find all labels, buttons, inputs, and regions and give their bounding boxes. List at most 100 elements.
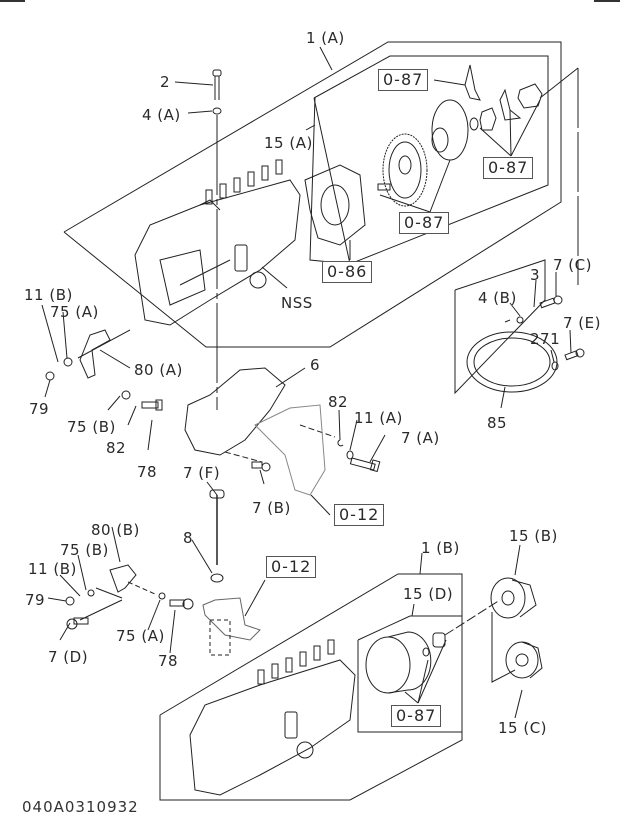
bolt-78-top-glyph (141, 399, 163, 411)
callout-78-top: 78 (137, 463, 158, 481)
stand-bracket-glyph (202, 597, 261, 641)
mount-axis (224, 451, 263, 463)
drive-nut-glyph (517, 83, 543, 109)
leader-012-b (244, 579, 266, 617)
leader-82-left (127, 405, 137, 426)
ref-box-012-plate[interactable]: 0-12 (334, 504, 385, 526)
leader-79-top (44, 379, 51, 398)
leader-75b-bot (77, 554, 87, 591)
leader-nss (261, 266, 288, 289)
callout-75a-top: 75 (A) (50, 303, 99, 321)
leader-7d (59, 622, 71, 641)
callout-15a: 15 (A) (264, 134, 313, 152)
leader-15b (514, 544, 521, 576)
callout-82-right: 82 (328, 393, 349, 411)
leader-79-bot (47, 597, 67, 602)
callout-4a: 4 (A) (142, 106, 181, 124)
callout-80a: 80 (A) (134, 361, 183, 379)
callout-271: 271 (530, 330, 561, 348)
leader-2 (174, 81, 214, 86)
group-15a-frame-extension (309, 96, 351, 265)
leader-80b (111, 526, 121, 563)
callout-15b: 15 (B) (509, 527, 558, 545)
ref-box-087-coupling[interactable]: 0-87 (391, 705, 442, 727)
leader-75a-bot (147, 599, 161, 631)
callout-6: 6 (310, 356, 321, 374)
washer-4b-glyph (516, 316, 524, 324)
bolt-7b-glyph (251, 461, 271, 472)
callout-75b-top: 75 (B) (67, 418, 116, 436)
injection-pump-lower-glyph (189, 639, 356, 796)
bracket-80b-glyph (109, 564, 137, 593)
callout-80b: 80 (B) (91, 521, 140, 539)
callout-7b: 7 (B) (252, 499, 291, 517)
washer-75a-top-glyph (63, 357, 73, 367)
cover-group-frame (454, 259, 546, 395)
callout-3: 3 (530, 266, 541, 284)
leader-75b-top (107, 395, 121, 411)
ref-box-012-bracket[interactable]: 0-12 (266, 556, 317, 578)
corner-mark-left (0, 0, 25, 2)
leader-271 (550, 349, 555, 363)
callout-7c: 7 (C) (553, 256, 592, 274)
callout-15c: 15 (C) (498, 719, 548, 737)
ref-box-087-lockplate[interactable]: 0-87 (378, 69, 429, 91)
bolt-7a-glyph (349, 457, 381, 473)
ref-box-087-gear[interactable]: 0-87 (399, 212, 450, 234)
callout-79-top: 79 (29, 400, 50, 418)
washer-8-glyph (210, 573, 224, 583)
bolt-7c-glyph (539, 295, 563, 309)
leader-7b (259, 469, 265, 485)
lock-plate-glyph (499, 88, 522, 121)
drawing-code: 040A0310932 (22, 798, 139, 816)
bolt-7f-head-glyph (209, 489, 225, 499)
group-15d-frame (357, 615, 463, 733)
callout-7d: 7 (D) (48, 648, 89, 666)
leader-087-d2 (417, 639, 447, 704)
clip-15d-glyph (422, 647, 430, 657)
leader-15a (305, 124, 316, 131)
callout-75a-bot: 75 (A) (116, 627, 165, 645)
nut-79-top-glyph (45, 371, 55, 381)
cover-85-glyph (466, 331, 558, 393)
leader-087-c1 (379, 194, 431, 213)
mount-6-glyph (184, 367, 286, 456)
leader-087-d1 (417, 659, 429, 704)
washer-75b-top-glyph (121, 390, 131, 400)
callout-7f: 7 (F) (183, 464, 221, 482)
callout-78-bot: 78 (158, 652, 179, 670)
callout-7e: 7 (E) (563, 314, 601, 332)
bracket-axis-bot3 (127, 581, 156, 595)
washer-271-glyph (551, 361, 559, 371)
stand-post-glyph (209, 619, 231, 656)
leader-82-right (338, 409, 341, 441)
washer-75b-bot-glyph (87, 589, 95, 597)
bolt-7d-glyph (66, 617, 89, 630)
sleeve-15d-glyph (432, 632, 446, 648)
group-1b-frame (159, 573, 463, 801)
callout-11b-top: 11 (B) (24, 286, 73, 304)
clip-82-right-glyph (337, 439, 344, 447)
leader-7a (369, 434, 386, 463)
callout-1a: 1 (A) (306, 29, 345, 47)
hub-glyph (431, 99, 469, 161)
coupling-15c-glyph (505, 641, 543, 679)
leader-15c (514, 689, 523, 719)
washer-glyph (469, 117, 479, 131)
ref-box-086-housing[interactable]: 0-86 (322, 261, 373, 283)
leader-6 (275, 367, 306, 388)
leader-80a (99, 349, 131, 369)
leader-087-d3 (404, 691, 419, 704)
leader-3 (533, 279, 537, 308)
leader-1b (419, 552, 423, 575)
leader-78-top (147, 419, 153, 451)
bolt-78-bot-glyph (169, 598, 194, 610)
callout-85: 85 (487, 414, 508, 432)
ref-box-087-nut[interactable]: 0-87 (483, 157, 534, 179)
leader-1a (319, 46, 333, 71)
washer-75a-bot-glyph (158, 592, 166, 600)
callout-4b: 4 (B) (478, 289, 517, 307)
leader-7f (206, 481, 218, 496)
lock-plate-top-glyph (464, 64, 481, 101)
